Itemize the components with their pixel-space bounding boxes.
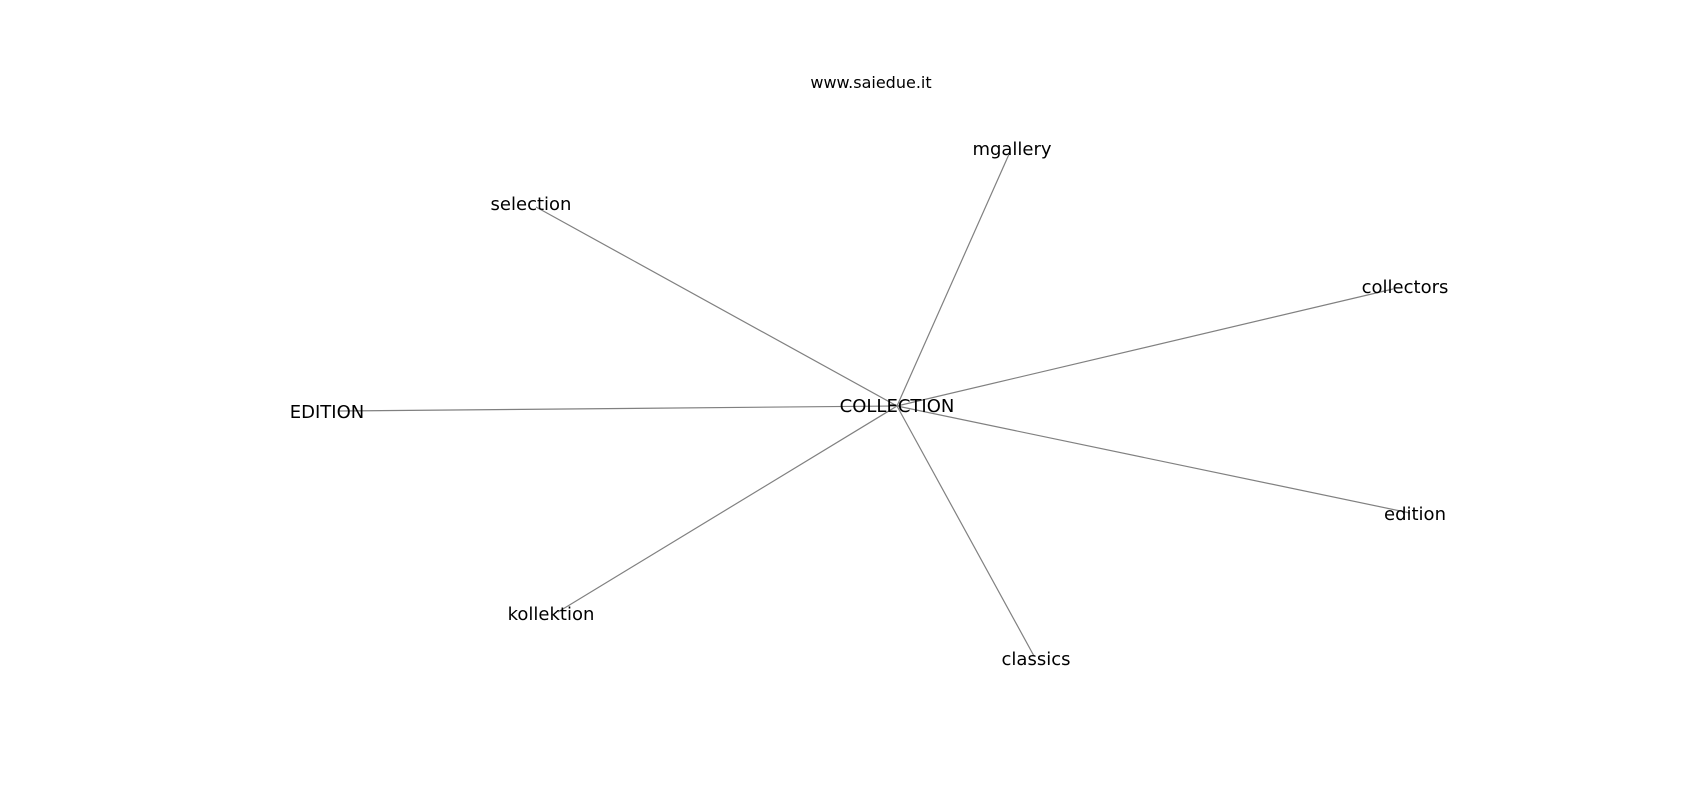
node-label-kollektion: kollektion [508,604,595,625]
node-label-selection: selection [491,194,572,215]
node-label-mgallery: mgallery [972,139,1051,160]
node-label-EDITION: EDITION [290,402,364,423]
node-label-collectors: collectors [1362,277,1449,298]
edge-center-EDITION [338,405,898,412]
edge-center-edition [896,405,1411,514]
labels-group: COLLECTION mgallery selection collectors… [290,139,1449,670]
edge-center-selection [535,206,898,407]
node-label-edition: edition [1384,504,1446,525]
diagram-title: www.saiedue.it [810,73,931,92]
node-label-center: COLLECTION [840,396,955,417]
edges-group [338,151,1411,657]
node-label-classics: classics [1002,649,1071,670]
edge-center-collectors [896,288,1394,407]
edge-center-classics [896,405,1035,657]
edge-center-mgallery [896,151,1011,407]
edge-center-kollektion [557,405,898,613]
